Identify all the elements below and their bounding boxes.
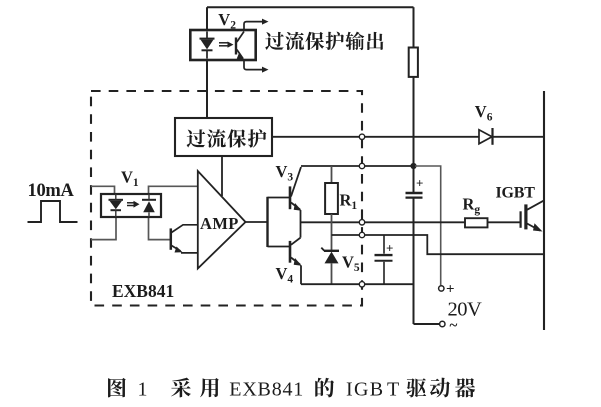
svg-text:~: ~ — [450, 318, 458, 334]
svg-text:1: 1 — [138, 379, 148, 401]
svg-text:EXB841: EXB841 — [112, 281, 174, 301]
svg-text:T: T — [387, 379, 399, 401]
svg-text:IGB: IGB — [346, 379, 384, 401]
svg-text:+: + — [386, 241, 393, 256]
svg-text:EXB841: EXB841 — [229, 379, 304, 401]
svg-text:+: + — [446, 282, 455, 298]
svg-text:AMP: AMP — [200, 214, 239, 233]
svg-text:+: + — [416, 176, 423, 191]
svg-text:IGBT: IGBT — [496, 185, 536, 202]
svg-text:20V: 20V — [448, 299, 483, 321]
svg-text:10mA: 10mA — [28, 181, 75, 201]
